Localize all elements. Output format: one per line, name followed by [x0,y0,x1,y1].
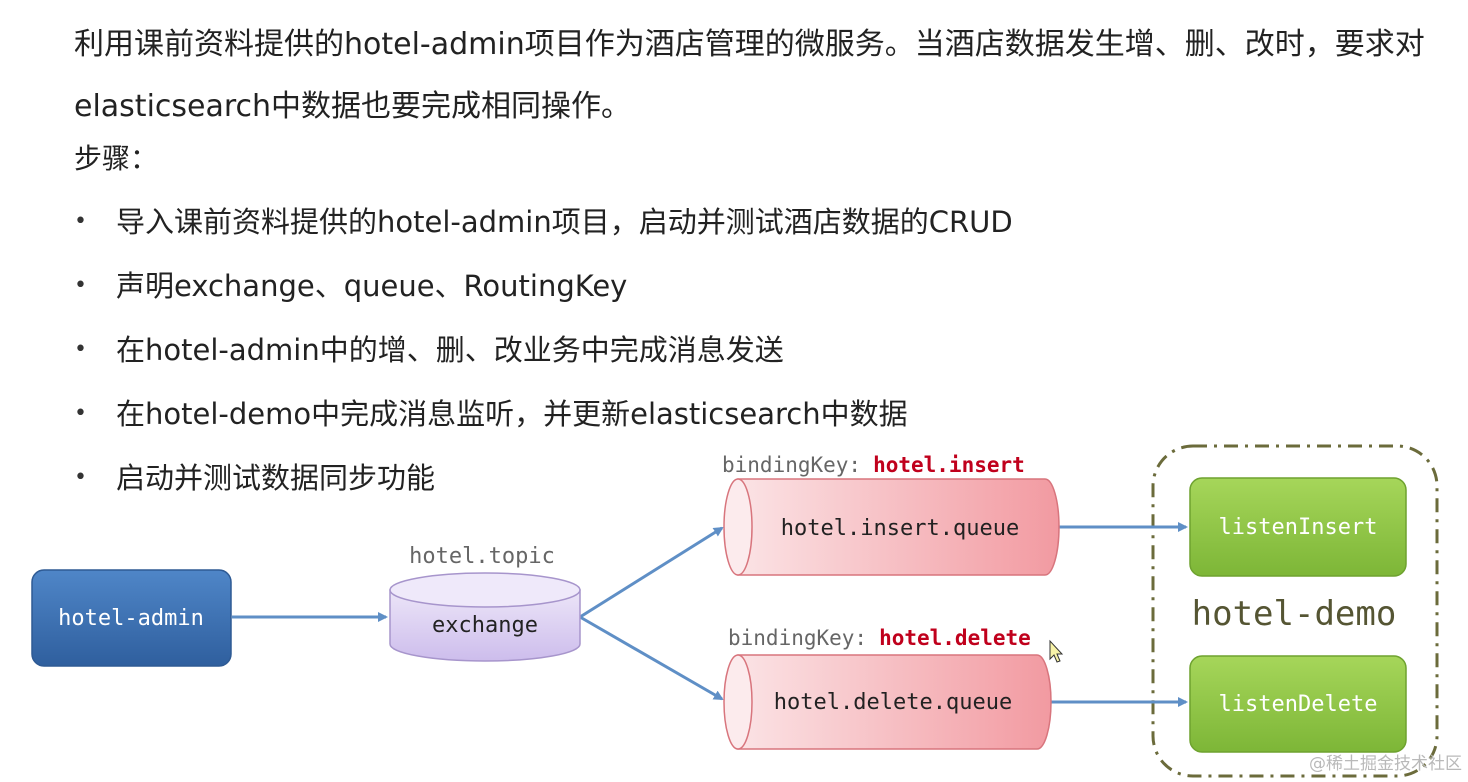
step-item: • 在hotel-demo中完成消息监听，并更新elasticsearch中数据 [74,384,1013,448]
delete-queue-label: hotel.delete.queue [774,690,1012,715]
arrow-exchange-to-delete-queue [579,615,724,701]
step-text: 在hotel-demo中完成消息监听，并更新elasticsearch中数据 [116,397,908,431]
intro-paragraph: 利用课前资料提供的hotel-admin项目作为酒店管理的微服务。当酒店数据发生… [74,14,1464,138]
step-item: • 启动并测试数据同步功能 [74,448,1013,512]
insert-binding-key: bindingKey: hotel.insert [722,453,1025,477]
steps-title: 步骤： [74,142,159,175]
bullet-icon: • [74,337,87,362]
delete-binding-key: bindingKey: hotel.delete [728,626,1031,650]
bullet-icon: • [74,401,87,426]
binding-prefix: bindingKey: [722,453,861,477]
delete-queue-cylinder [723,654,1052,750]
insert-key-value: hotel.insert [873,453,1025,477]
bullet-icon: • [74,273,87,298]
listen-delete-label: listenDelete [1219,692,1378,717]
insert-queue-label: hotel.insert.queue [781,516,1019,541]
insert-queue-cylinder [723,478,1060,576]
listen-insert-label: listenInsert [1219,515,1378,540]
exchange-label: exchange [432,613,538,638]
publisher-box [31,569,232,667]
step-item: • 在hotel-admin中的增、删、改业务中完成消息发送 [74,320,1013,384]
delete-key-value: hotel.delete [879,626,1031,650]
bullet-icon: • [74,209,87,234]
mouse-cursor-icon [1049,639,1064,663]
watermark: @稀土掘金技术社区 [1309,754,1462,774]
intro-line-1: 利用课前资料提供的hotel-admin项目作为酒店管理的微服务。当酒店数据发生… [74,27,1425,62]
step-text: 声明exchange、queue、RoutingKey [116,269,628,303]
listen-delete-box [1189,655,1407,753]
step-item: • 导入课前资料提供的hotel-admin项目，启动并测试酒店数据的CRUD [74,192,1013,256]
intro-line-2: elasticsearch中数据也要完成相同操作。 [74,89,632,124]
step-text: 启动并测试数据同步功能 [116,461,436,495]
publisher-label: hotel-admin [58,606,204,631]
listen-insert-box [1189,477,1407,577]
step-text: 导入课前资料提供的hotel-admin项目，启动并测试酒店数据的CRUD [116,205,1013,239]
step-text: 在hotel-admin中的增、删、改业务中完成消息发送 [116,333,784,367]
steps-list: • 导入课前资料提供的hotel-admin项目，启动并测试酒店数据的CRUD •… [74,192,1013,512]
arrow-exchange-to-insert-queue [579,526,724,619]
bullet-icon: • [74,465,87,490]
consumer-group-label: hotel-demo [1192,594,1397,634]
binding-prefix: bindingKey: [728,626,867,650]
step-item: • 声明exchange、queue、RoutingKey [74,256,1013,320]
consumer-group-frame [1151,444,1439,778]
exchange-cylinder [389,572,581,662]
exchange-name: hotel.topic [409,544,555,569]
